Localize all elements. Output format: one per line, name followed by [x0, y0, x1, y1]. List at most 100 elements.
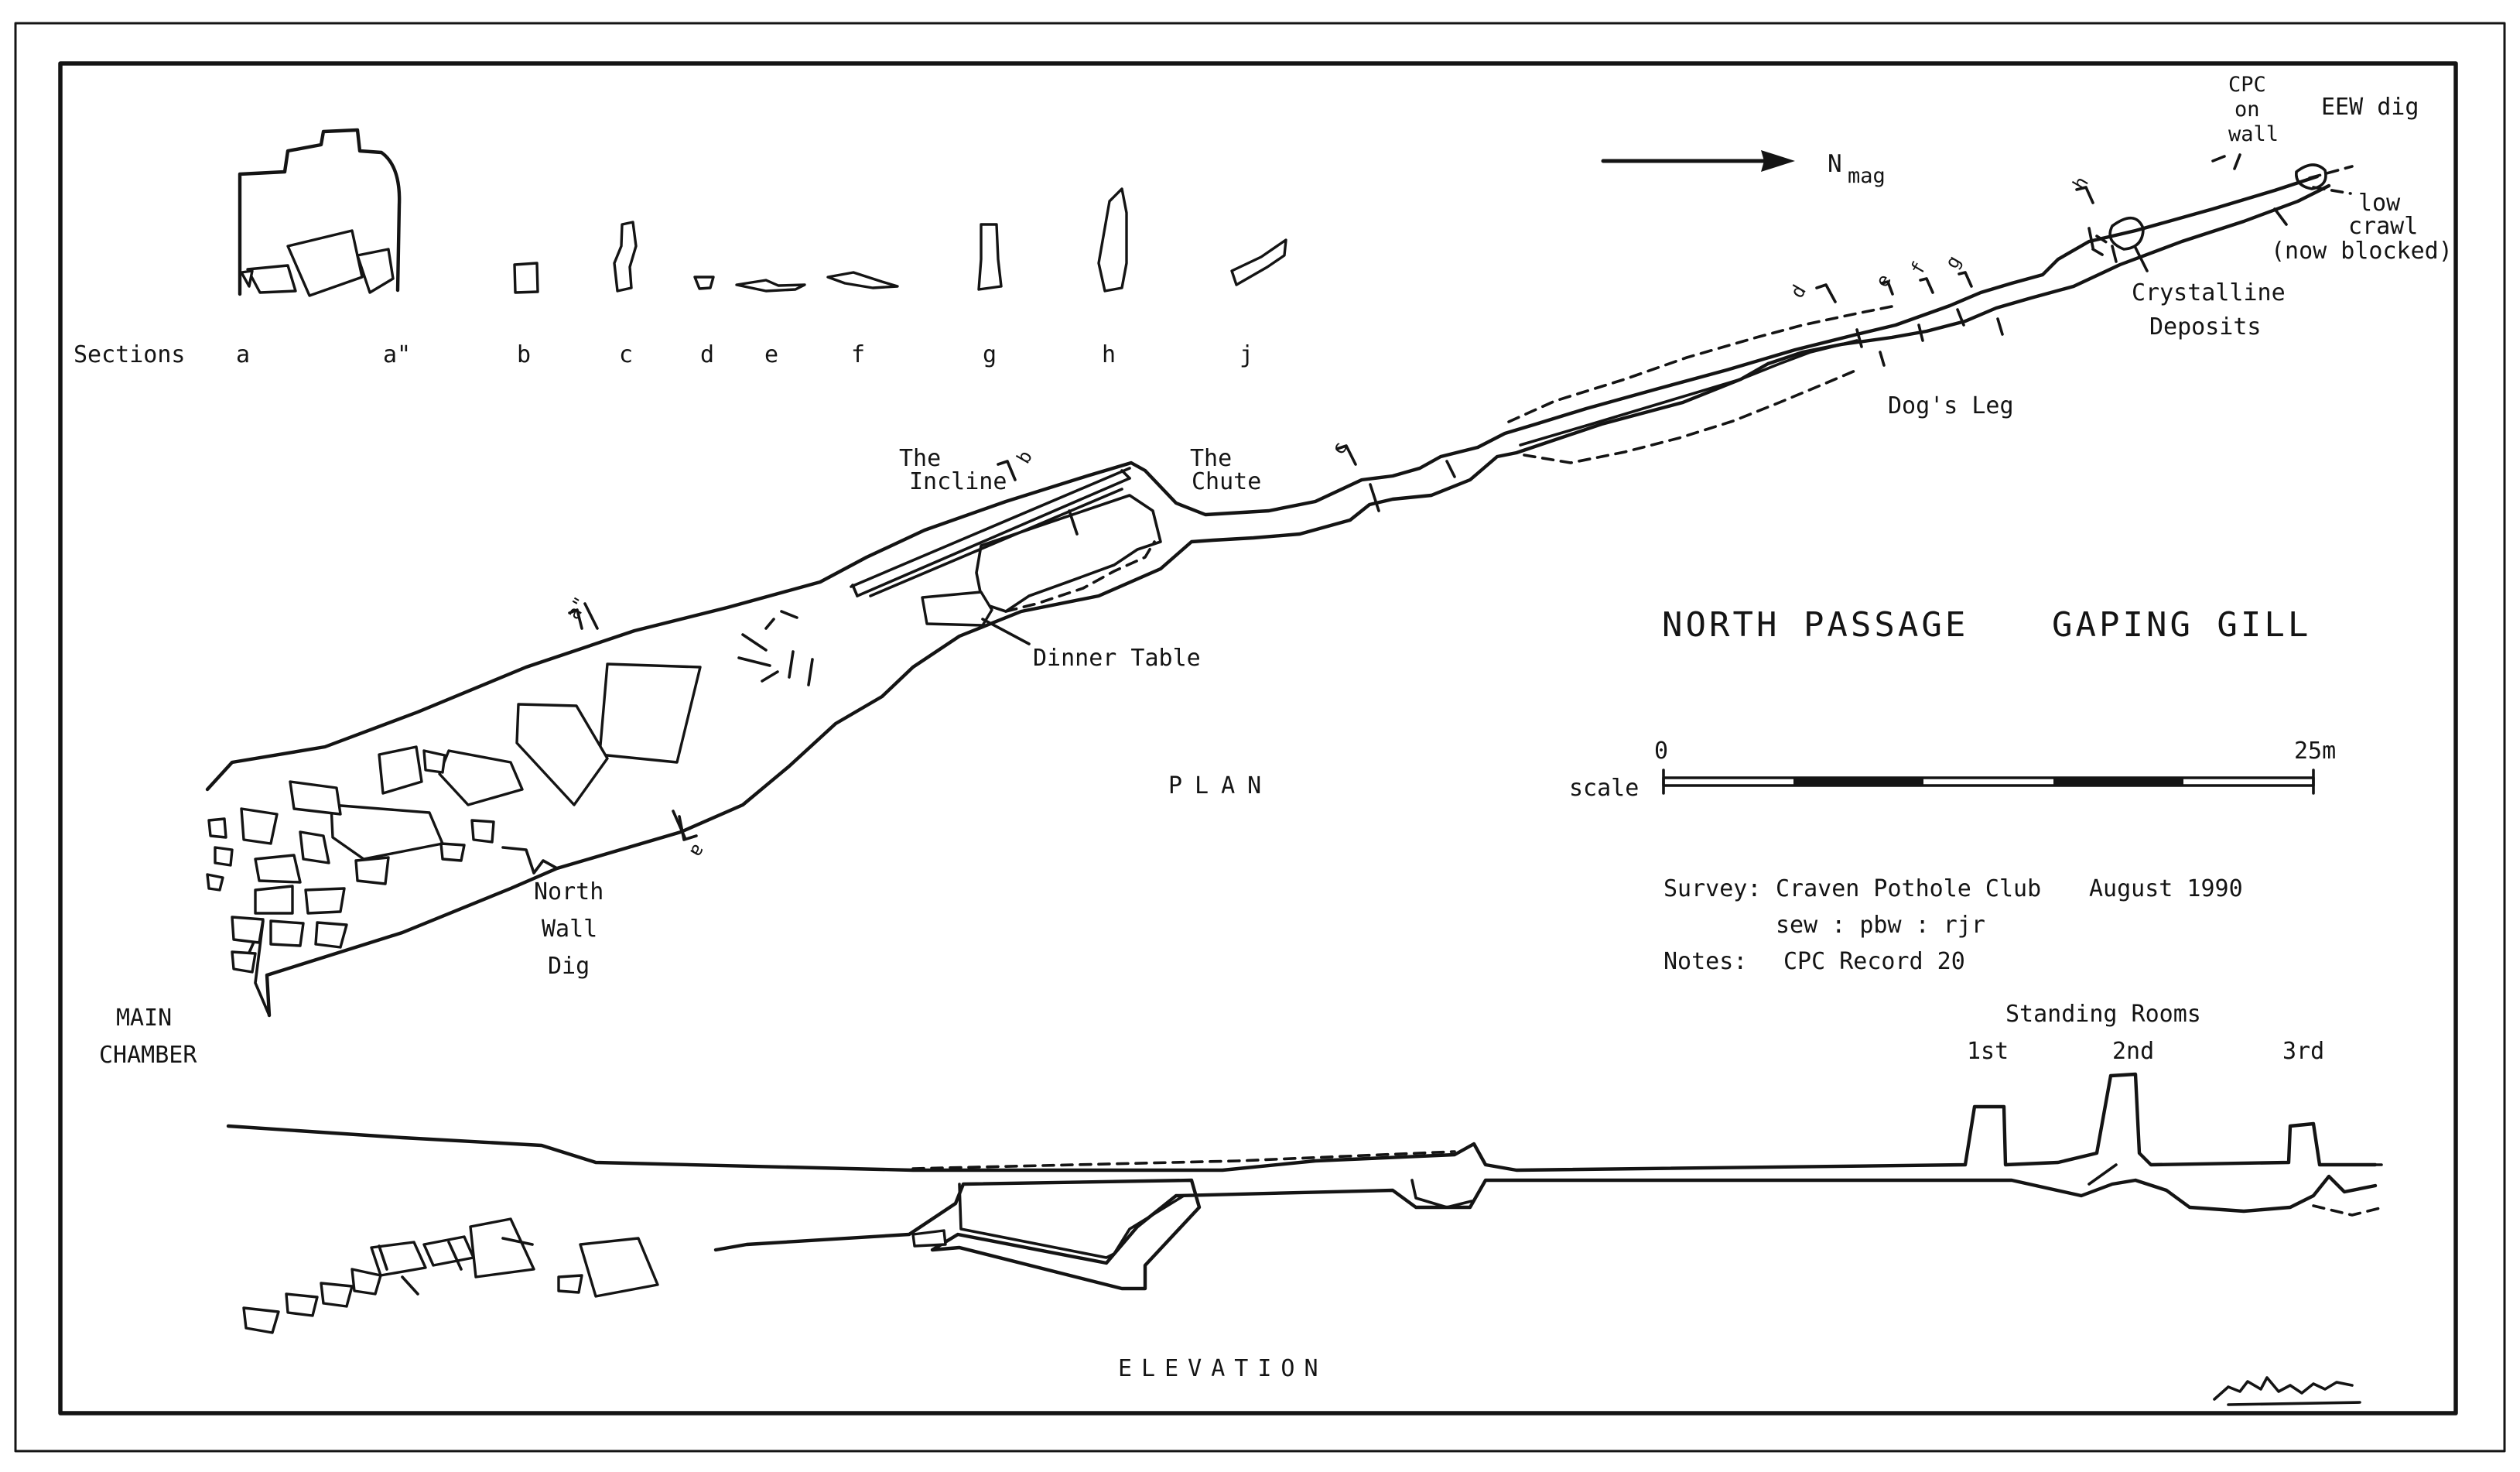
low-crawl-label-2: crawl: [2348, 213, 2418, 240]
north-wall-dig-label-1: North: [534, 878, 604, 905]
elevation-boulder-3: [557, 1274, 583, 1294]
plan-section-mark-f: f: [1906, 258, 1930, 279]
incline-label-2: Incline: [909, 468, 1007, 495]
plan-section-mark-h: h: [2068, 173, 2092, 193]
survey-date: August 1990: [2089, 875, 2243, 902]
survey-label: Survey:: [1663, 875, 1761, 902]
dinner-table-rock: [921, 591, 993, 627]
dinner-table-label: Dinner Table: [1033, 645, 1201, 672]
boulder-14: [269, 919, 305, 947]
scale-segment-dark-1: [1793, 778, 1923, 786]
elevation-roof: [226, 1072, 2378, 1172]
section-bracket-g: [1958, 271, 1973, 288]
section-bracket-f: [1919, 277, 1934, 294]
eew-dig-label: EEW dig: [2321, 94, 2419, 121]
elevation-step-2: [2087, 1163, 2118, 1186]
dogs-leg-inner-wall: [1519, 339, 1858, 447]
section-letter-b: b: [517, 341, 531, 368]
standing-room-3rd: 3rd: [2282, 1038, 2324, 1065]
elevation-boulder-4: [422, 1235, 475, 1267]
boulder-2: [515, 703, 609, 806]
cpc-on-wall-label-2: on: [2234, 98, 2260, 122]
section-g-outline: [977, 223, 1003, 291]
boulder-10: [354, 856, 390, 885]
scale-label: scale: [1569, 775, 1639, 802]
survey-club: Craven Pothole Club: [1776, 875, 2041, 902]
plan-section-mark-c: c: [1327, 438, 1351, 459]
chute-label-1: The: [1190, 445, 1232, 472]
survey-surveyors: sew : pbw : rjr: [1776, 912, 1985, 939]
section-bracket-b: [997, 460, 1017, 481]
north-wall-dig-label-2: Wall: [542, 916, 597, 943]
eew-dig-chamber: [2295, 163, 2327, 190]
plan-upper-wall: [205, 174, 2320, 792]
boulder-18: [207, 817, 227, 839]
boulder-4: [378, 745, 423, 795]
plan-section-mark-a: a: [686, 840, 709, 861]
boulder-13: [231, 916, 265, 944]
boulder-16: [422, 749, 446, 774]
section-b-outline: [513, 262, 539, 294]
elevation-boulder-2: [579, 1237, 659, 1298]
section-letter-d: d: [700, 341, 714, 368]
elevation-floor: [713, 1174, 2378, 1291]
incline-label-1: The: [899, 445, 941, 472]
boulder-22: [206, 873, 224, 892]
standing-rooms-label: Standing Rooms: [2005, 1001, 2201, 1028]
boulder-9: [299, 830, 330, 864]
section-letter-f: f: [851, 341, 865, 368]
north-arrow-subscript: mag: [1848, 164, 1886, 188]
section-a-outline: [238, 128, 402, 296]
surveyor-signature: [2213, 1376, 2361, 1406]
north-wall-dig-branch: [501, 846, 559, 875]
elevation-boulder-1: [469, 1217, 535, 1279]
north-arrow-label: N: [1828, 150, 1842, 178]
crystalline-chamber: [2108, 216, 2145, 251]
plan-section-mark-e: e: [1871, 270, 1895, 291]
sections-label: Sections: [74, 341, 186, 368]
elevation-lower-passage: [958, 1183, 1185, 1259]
main-chamber-label-1: MAIN: [116, 1005, 172, 1032]
section-letter-a-double: a": [383, 341, 411, 368]
north-wall-dig-label-3: Dig: [548, 953, 590, 980]
boulder-17: [470, 819, 495, 844]
scale-segment-dark-2: [2053, 778, 2183, 786]
survey-title: NORTH PASSAGE GAPING GILL: [1662, 605, 2311, 645]
chute-label-2: Chute: [1192, 468, 1261, 495]
cpc-on-wall-label-1: CPC: [2228, 73, 2266, 97]
plan-section-mark-b: b: [1012, 447, 1036, 467]
boulder-6: [289, 780, 342, 816]
low-crawl-label-3: (now blocked): [2271, 238, 2453, 265]
elevation-boulder-9: [242, 1306, 280, 1334]
section-ticks: [583, 227, 2118, 839]
survey-credits: Survey: Craven Pothole Club August 1990 …: [1663, 875, 2243, 975]
section-bracket-a2: [568, 608, 583, 630]
section-j-outline: [1230, 238, 1287, 286]
section-letter-g: g: [983, 341, 997, 368]
section-a-block-4: [240, 269, 254, 288]
boulder-21: [439, 842, 466, 862]
plan-section-mark-g: g: [1940, 252, 1964, 272]
incline-chamber-dashed: [1004, 540, 1156, 613]
boulder-20: [231, 950, 257, 974]
elevation-low-crawl-dashed: [2312, 1204, 2385, 1217]
boulder-19: [214, 846, 234, 867]
elevation-boulder-10: [911, 1229, 947, 1248]
main-chamber-label-2: CHAMBER: [99, 1042, 197, 1069]
title-cave: GAPING GILL: [2052, 605, 2311, 645]
plan-section-mark-a2: a": [562, 593, 593, 623]
scale-start-label: 0: [1654, 738, 1668, 765]
boulder-8: [254, 854, 302, 884]
plan-view: a" a b c d e f g h MAIN CHAMBER North Wa…: [99, 73, 2453, 1069]
dinner-table-leader: [981, 618, 1031, 645]
boulder-11: [254, 885, 294, 915]
section-bracket-e: [1880, 280, 1894, 296]
dogs-leg-upper-dashed: [1507, 304, 1897, 423]
section-letter-a: a: [236, 341, 250, 368]
section-bracket-c: [1335, 444, 1357, 466]
plan-view-label: PLAN: [1168, 772, 1274, 799]
plan-lower-wall: [265, 183, 2331, 1018]
section-a-block-1: [286, 229, 364, 297]
elevation-step-1: [1410, 1179, 1473, 1209]
